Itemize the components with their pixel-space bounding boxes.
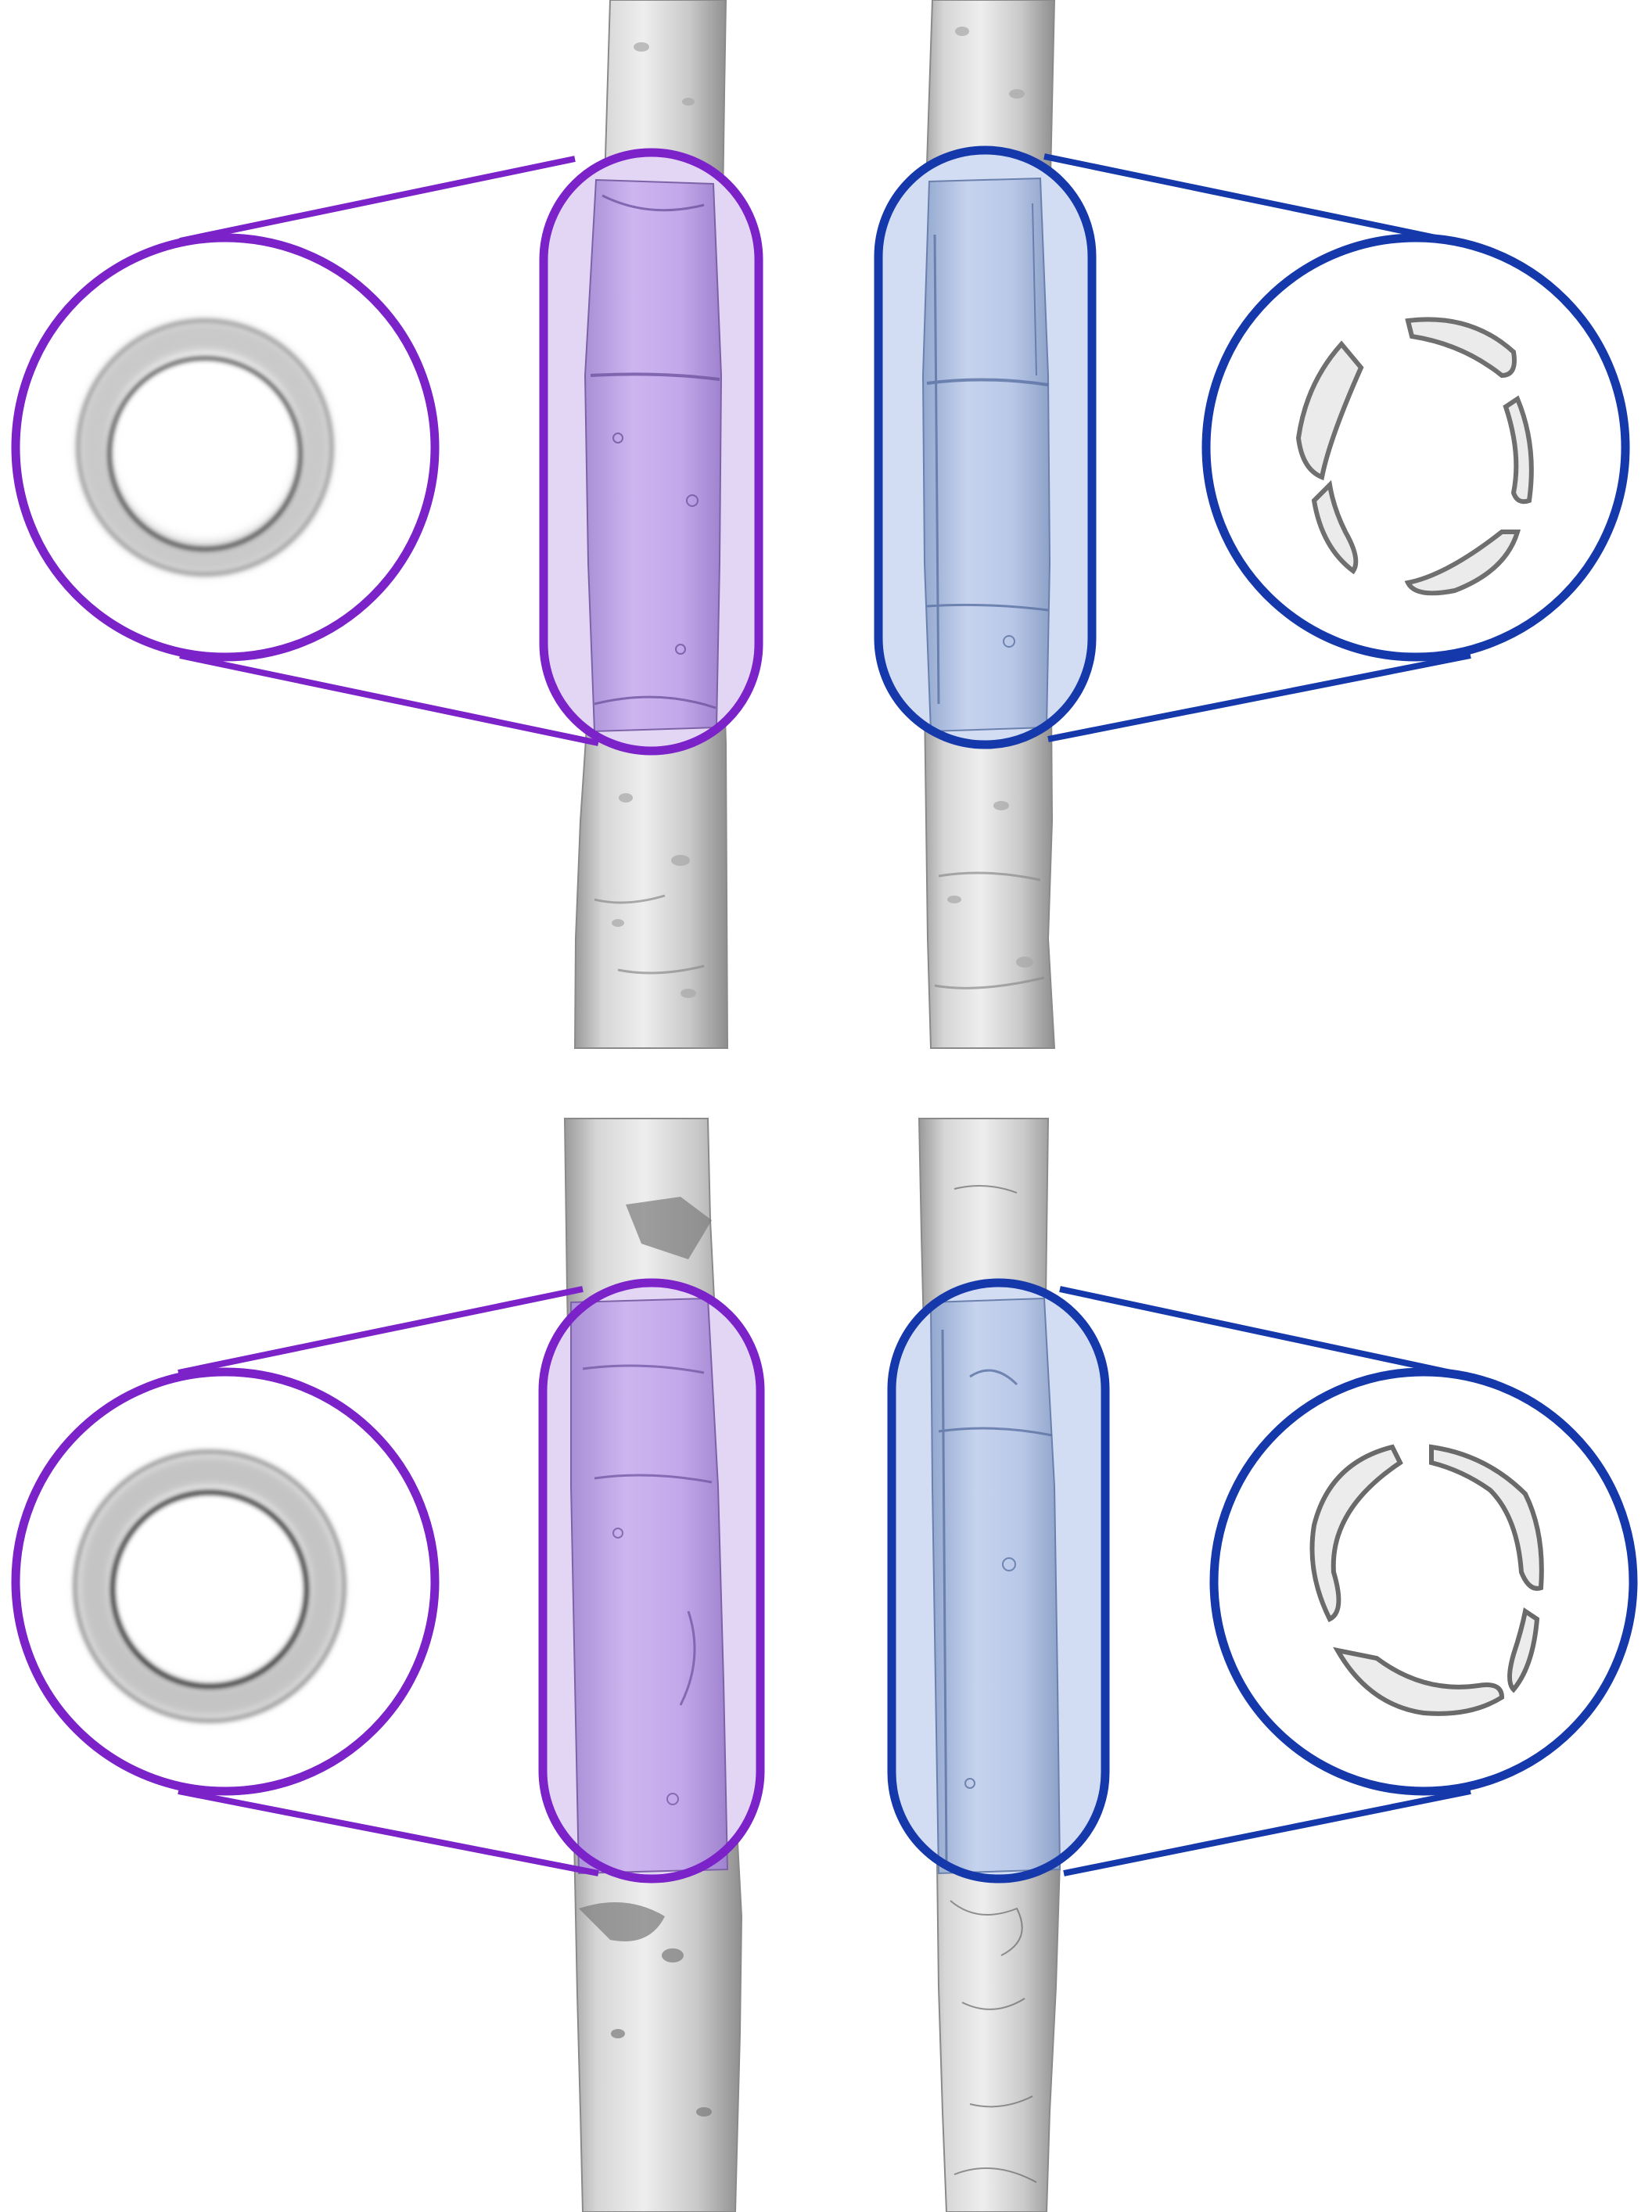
segment-outline-top-right <box>874 145 1097 749</box>
segment-outline-bottom-left <box>538 1278 765 1883</box>
connector-upper-top-left <box>179 156 576 244</box>
segment-texture-top-right <box>926 203 1049 705</box>
tube-texture-top-left <box>594 42 705 998</box>
connector-upper-bottom-left <box>178 1286 584 1376</box>
segment-outline-bottom-right <box>887 1278 1110 1883</box>
connector-lower-bottom-right <box>1063 1788 1471 1876</box>
connector-lower-top-right <box>1047 652 1471 742</box>
magnifier-circle-top-right <box>1201 233 1630 662</box>
segment-tube-bottom-right <box>929 1297 1061 1875</box>
tube-texture-bottom-left <box>579 1197 712 2117</box>
tube-texture-top-right <box>934 27 1045 989</box>
cross-section-ring-bottom-left <box>74 1450 346 1722</box>
segment-tube-top-right <box>921 177 1051 733</box>
cross-section-fragments-bottom-right <box>1309 1444 1544 1716</box>
cross-section-ring-top-left <box>77 319 333 576</box>
panel-top-left <box>11 0 763 1049</box>
segment-texture-bottom-right <box>938 1329 1053 1862</box>
connector-lower-top-left <box>179 652 599 746</box>
magnifier-circle-top-left <box>11 233 440 662</box>
panel-bottom-left <box>11 1118 765 2212</box>
segment-outline-top-left <box>539 148 763 756</box>
panel-top-right <box>874 0 1630 1049</box>
connector-lower-bottom-left <box>178 1788 599 1876</box>
segment-tube-top-left <box>584 178 723 733</box>
magnifier-circle-bottom-right <box>1209 1367 1638 1796</box>
segment-texture-top-left <box>590 194 720 709</box>
tube-texture-bottom-right <box>950 1185 1037 2183</box>
segment-tube-bottom-left <box>570 1297 729 1875</box>
panel-bottom-right <box>887 1118 1638 2212</box>
connector-upper-top-right <box>1043 153 1452 244</box>
cross-section-fragments-top-right <box>1295 317 1534 596</box>
segment-texture-bottom-left <box>582 1364 713 1805</box>
connector-upper-bottom-right <box>1059 1286 1452 1376</box>
